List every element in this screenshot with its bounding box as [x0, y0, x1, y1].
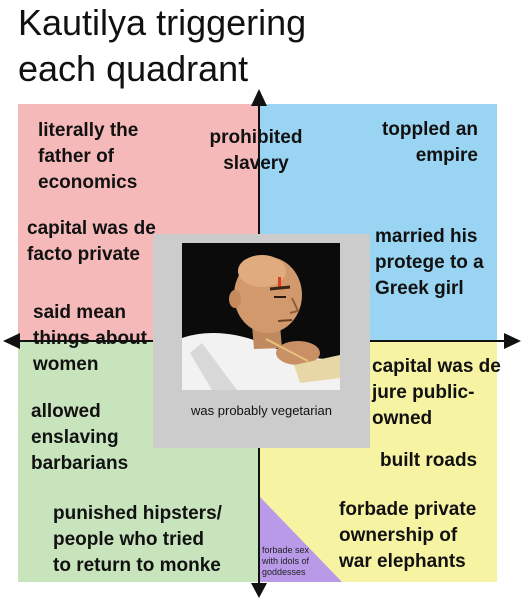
- center-panel: was probably vegetarian: [153, 234, 370, 448]
- kautilya-portrait-image: [182, 243, 340, 390]
- label-enslaving-barbarians: allowed enslaving barbarians: [31, 401, 129, 474]
- arrow-down-icon: [251, 583, 267, 598]
- arrow-right-icon: [504, 333, 521, 349]
- label-capital-de-facto: capital was de facto private: [27, 218, 156, 265]
- label-mean-about-women: said mean things about women: [33, 302, 147, 375]
- label-father-of-economics: literally the father of economics: [38, 120, 139, 193]
- label-prohibited-slavery: prohibited slavery: [209, 127, 303, 174]
- center-caption: was probably vegetarian: [191, 403, 332, 418]
- label-capital-de-jure: capital was de jure public- owned: [372, 356, 501, 429]
- title-line-1: Kautilya triggering: [18, 2, 307, 43]
- title-line-2: each quadrant: [18, 48, 249, 89]
- arrow-up-icon: [251, 89, 267, 106]
- label-war-elephants: forbade private ownership of war elephan…: [339, 499, 477, 572]
- label-married-protege: married his protege to a Greek girl: [375, 226, 484, 299]
- label-forbade-sex-idols: forbade sex with idols of goddesses: [262, 545, 310, 577]
- page-title: Kautilya triggering each quadrant: [18, 0, 306, 92]
- label-built-roads: built roads: [380, 450, 478, 471]
- label-punished-hipsters: punished hipsters/ people who tried to r…: [53, 503, 222, 576]
- label-toppled-empire: toppled an empire: [381, 119, 478, 166]
- arrow-left-icon: [3, 333, 20, 349]
